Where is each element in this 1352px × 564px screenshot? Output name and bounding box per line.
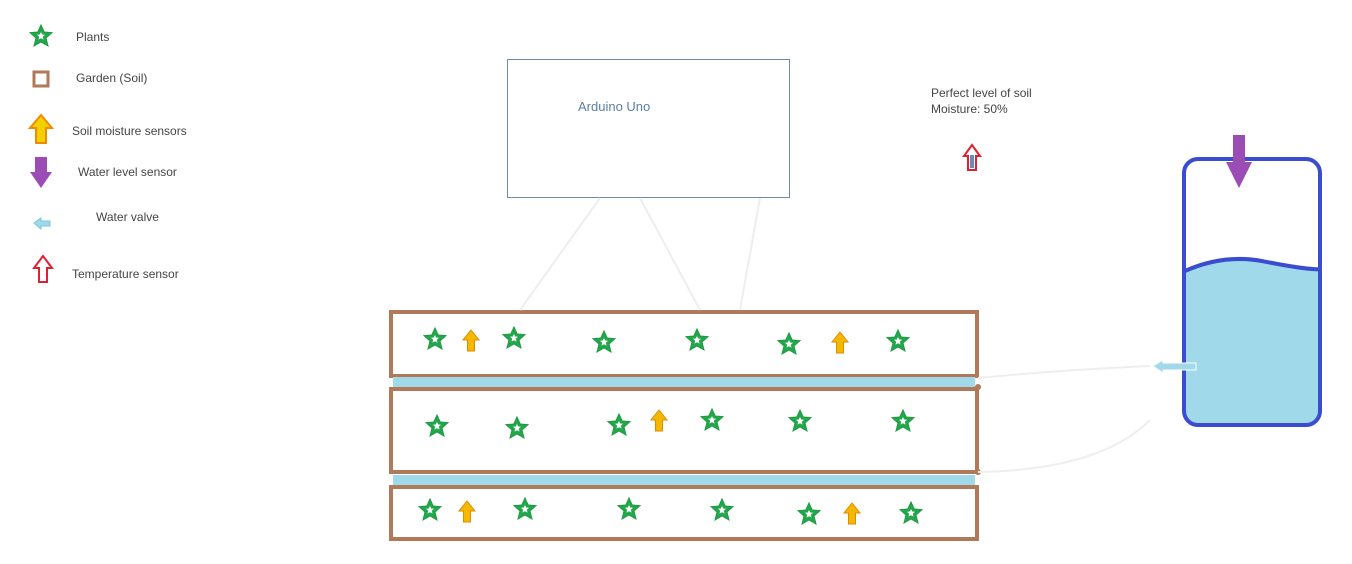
- tank-water: [1184, 258, 1320, 425]
- legend-square-icon: [32, 70, 50, 88]
- legend-label-water-level: Water level sensor: [78, 165, 177, 179]
- garden-bed-1: [389, 310, 979, 378]
- note-line-1: Perfect level of soil: [931, 86, 1032, 100]
- water-channel-1: [393, 377, 975, 387]
- legend-arrow-up-icon: [27, 113, 55, 144]
- legend-label-water-valve: Water valve: [96, 210, 159, 224]
- wiring: [519, 197, 1151, 473]
- legend-arrow-left-icon: [33, 217, 51, 231]
- water-valve-icon: [1152, 359, 1197, 374]
- arduino-title: Arduino Uno: [578, 99, 651, 114]
- legend-label-moisture: Soil moisture sensors: [72, 124, 187, 138]
- legend-label-plants: Plants: [76, 30, 110, 44]
- water-tank: [1182, 157, 1322, 427]
- moisture-note: Perfect level of soil Moisture: 50%: [931, 85, 1032, 117]
- water-level-sensor-icon: [1226, 135, 1252, 188]
- legend-arrow-down-icon: [30, 157, 52, 188]
- water-channel-2: [393, 475, 975, 485]
- note-line-2: Moisture: 50%: [931, 102, 1008, 116]
- garden-bed-3: [389, 485, 979, 541]
- arduino-box: [507, 59, 790, 198]
- garden-bed-2: [389, 387, 979, 474]
- legend-star-icon: [29, 24, 53, 47]
- legend-arrow-up-outline-icon: [32, 254, 54, 283]
- legend-label-garden: Garden (Soil): [76, 71, 148, 85]
- legend-label-temperature: Temperature sensor: [72, 267, 179, 281]
